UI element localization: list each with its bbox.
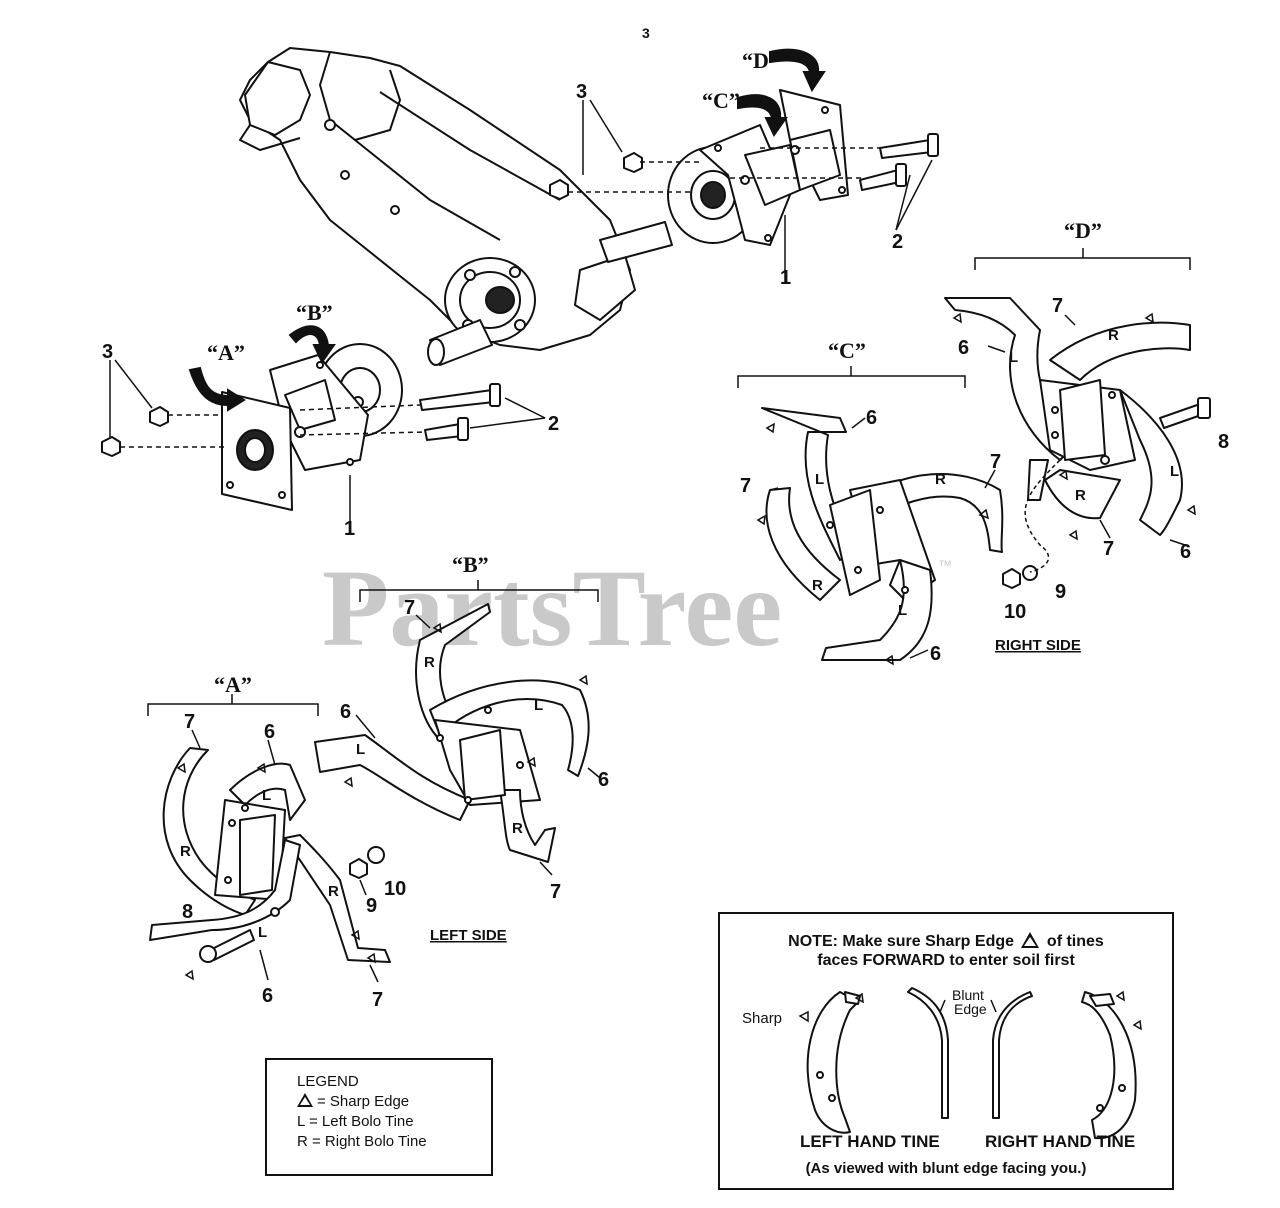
watermark-trademark: ™ [938,557,952,573]
tine-group-c-marks [756,417,996,666]
note-edge-label: Edge [954,1001,987,1017]
tine-group-b-marks [343,614,601,876]
callout-6-b-right: 6 [598,769,609,791]
left-hand-tine-label: LEFT HAND TINE [800,1132,940,1151]
tine-letter-c-l1: L [815,471,824,488]
tine-letter-c-r2: R [812,577,823,594]
tine-letter-b-l1: L [534,697,543,714]
tine-group-a [149,747,391,963]
group-label-d: “D” [1064,218,1102,243]
sharp-edge-triangle-icon [297,1093,313,1107]
legend-right-row: R = Right Bolo Tine [297,1133,427,1150]
callout-7-b-bottom: 7 [550,881,561,903]
tine-letter-b-l2: L [356,741,365,758]
callout-2-top: 2 [892,231,903,253]
group-label-b-top: “B” [296,300,333,325]
left-rotation-arrows [188,325,336,412]
legend-title: LEGEND [297,1073,359,1090]
group-label-a-top: “A” [207,340,245,365]
callout-6-d-left: 6 [958,337,969,359]
callout-10-d: 10 [1004,601,1026,623]
tine-letter-d-r1: R [1108,327,1119,344]
tine-letter-b-r1: R [424,654,435,671]
tine-letter-a-r1: R [180,843,191,860]
note-blunt-label: Blunt [952,987,984,1003]
callout-3-top: 3 [576,81,587,103]
callout-7-c-right: 7 [990,451,1001,473]
tine-group-b [314,603,590,863]
callout-9-d: 9 [1055,581,1066,603]
callout-7-b-top: 7 [404,597,415,619]
tine-letter-d-l1: L [1009,349,1018,366]
callout-3-left: 3 [102,341,113,363]
right-side-label: RIGHT SIDE [995,637,1081,654]
group-label-a: “A” [214,672,252,697]
note-line-1: NOTE: Make sure Sharp Edge of tines [720,932,1172,951]
callout-6-c-top: 6 [866,407,877,429]
tine-letter-a-l2: L [258,924,267,941]
callout-7-a-top: 7 [184,711,195,733]
left-hub-assembly [101,343,501,511]
callout-2-left: 2 [548,413,559,435]
top-rotation-arrows [737,48,826,137]
tine-letter-a-l1: L [262,787,271,804]
tine-letter-c-r1: R [935,471,946,488]
tine-group-c [761,407,1004,661]
callout-6-c-bottom: 6 [930,643,941,665]
callout-7-d: 7 [1052,295,1063,317]
tine-letter-a-r2: R [328,883,339,900]
bracket-b [359,580,599,602]
legend-box: LEGEND = Sharp Edge L = Left Bolo Tine R… [265,1058,493,1176]
sharp-edge-triangle-icon [1021,932,1040,948]
callout-7-d-bottom: 7 [1103,538,1114,560]
callout-1-top: 1 [780,267,791,289]
tine-group-d-marks [952,312,1196,573]
callout-6-a-top: 6 [264,721,275,743]
bracket-d [974,248,1191,270]
note-line-1-b: of tines [1046,933,1104,950]
watermark: PartsTree [322,547,782,669]
left-side-label: LEFT SIDE [430,927,507,944]
callout-8-a: 8 [182,901,193,923]
note-tine-marks [798,990,1142,1031]
callout-8-d: 8 [1218,431,1229,453]
top-leader-lines [568,99,933,282]
group-label-b: “B” [452,552,489,577]
group-label-c: “C” [828,338,866,363]
right-hand-tine-label: RIGHT HAND TINE [985,1132,1136,1151]
page-number: 3 [642,25,650,41]
note-sharp-label: Sharp [742,1010,783,1027]
note-viewed-text: (As viewed with blunt edge facing you.) [805,1160,1087,1177]
callout-6-a-bottom: 6 [262,985,273,1007]
callout-10-a: 10 [384,878,406,900]
callout-1-left: 1 [344,518,355,540]
tine-group-d [944,297,1211,589]
group-label-d-top: “D” [742,48,780,73]
tine-letter-d-r2: R [1075,487,1086,504]
bracket-c [737,366,966,388]
right-hub-assembly [549,89,939,246]
tine-letter-d-l2: L [1170,463,1179,480]
legend-sharp-text: = Sharp Edge [317,1093,410,1110]
note-line-1-a: NOTE: Make sure Sharp Edge [788,933,1015,950]
callout-7-c-left: 7 [740,475,751,497]
transmission-housing [239,47,673,366]
note-tine-drawings [806,987,1137,1140]
tine-letter-c-l2: L [898,602,907,619]
group-label-c-top: “C” [702,88,740,113]
bracket-a [147,694,319,716]
note-line-2: faces FORWARD to enter soil first [817,952,1075,969]
note-box: NOTE: Make sure Sharp Edge of tines face… [718,912,1174,1190]
tine-letter-b-r2: R [512,820,523,837]
callout-6-b-left: 6 [340,701,351,723]
callout-9-a: 9 [366,895,377,917]
legend-sharp-row: = Sharp Edge [297,1092,491,1112]
callout-7-a-bottom: 7 [372,989,383,1011]
legend-left-row: L = Left Bolo Tine [297,1113,414,1130]
left-leader-lines [109,359,546,530]
callout-6-d-right: 6 [1180,541,1191,563]
tine-group-a-marks [176,729,379,983]
